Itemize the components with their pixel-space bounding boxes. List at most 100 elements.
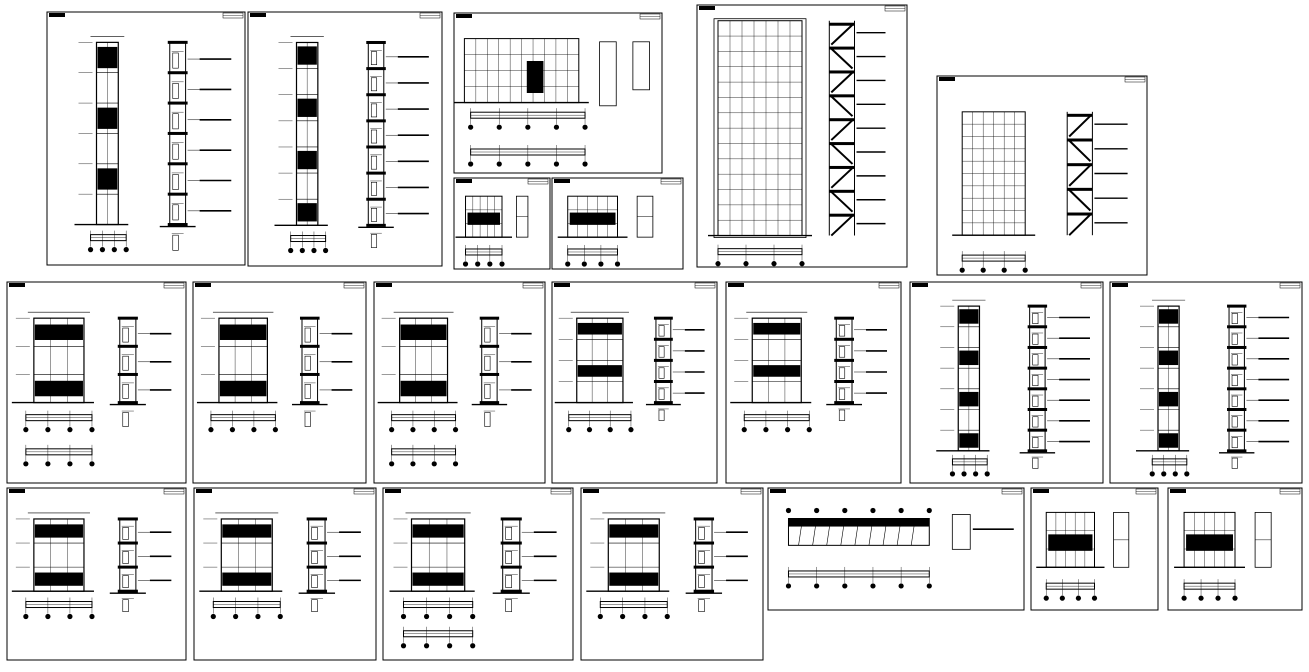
grid-bubble [229,427,236,433]
drawing-sheet-s04 [453,177,551,270]
sheet-frame [1109,281,1303,484]
grid-bubble [763,427,769,433]
diagonal-brace [854,518,860,546]
section-slab [117,541,138,545]
section-slab [1227,366,1247,370]
grid-bubble [870,507,876,514]
facade-band [753,322,801,335]
grid-bubble [400,613,407,620]
grid-bubble [447,643,453,649]
stair-landing [1067,138,1093,142]
facade-band [1048,534,1093,551]
grid-bubble [525,161,531,167]
section-opening [172,113,179,130]
section-slab [366,67,386,71]
section-slab [653,337,673,341]
sheet-frame [453,12,663,174]
section-slab [299,401,320,405]
drawing-sheet-s13 [909,281,1104,484]
drawing-sheet-s15 [6,487,187,661]
grid-bubble [785,507,792,514]
section-opening [505,551,512,564]
section-opening [658,388,665,400]
grid-bubble [208,427,214,433]
section-opening [370,51,378,65]
facade-band [34,380,83,397]
grid-bubble [23,613,29,620]
grid-bubble [597,613,603,620]
facade-band [609,524,659,538]
grid-bubble [311,247,317,254]
sheet-number-tag [385,489,401,493]
grid-bubble [462,261,469,267]
facade-frame [713,18,807,238]
section-slab [117,372,138,376]
grid-bubble [814,507,820,514]
grid-bubble [452,427,459,433]
section-slab [834,337,854,341]
stair-landing [829,118,855,122]
grid-bubble [566,427,572,433]
grid-bubble [581,261,587,267]
diagonal-brace [896,518,902,546]
facade-band [526,61,544,93]
grid-bubble [89,613,95,620]
section-opening [122,575,129,588]
section-slab [1227,387,1247,391]
section-opening [698,575,705,588]
facade-band [34,524,83,538]
grid-bubble [389,461,395,467]
drawing-sheet-s14 [1109,281,1303,484]
grid-bubble [1001,267,1007,273]
section-slab [167,162,188,166]
drawing-sheet-s20 [1030,487,1159,611]
grid-bubble [1181,595,1187,601]
grid-bubble [400,643,407,649]
section-slab [834,316,854,320]
stair-flight [830,167,854,189]
stair-landing [829,94,855,98]
grid-bubble [582,124,588,130]
section-opening [172,143,179,160]
section-slab [653,401,673,405]
section-slab [1027,366,1048,370]
section-opening [1231,437,1238,449]
section-opening [370,129,378,144]
sheet-collection [6,4,1303,661]
grid-bubble [272,427,278,433]
section-slab [306,541,328,545]
drawing-sheet-s10 [373,281,546,484]
section-opening [505,599,512,612]
stair-flight [1068,189,1092,212]
grid-bubble [1043,595,1049,601]
stair-landing [829,22,855,26]
section-slab [1027,449,1048,453]
section-slab [479,401,500,405]
section-opening [505,527,512,540]
stair-flight [830,143,854,165]
facade-band [400,380,447,397]
section-slab [117,589,138,593]
section-slab [1027,387,1048,391]
stair-landing [829,189,855,193]
section-opening [1032,457,1039,469]
section-opening [172,204,179,221]
section-slab [834,379,854,383]
facade-band [609,572,659,586]
grid-bubble [926,583,932,589]
section-opening [658,409,665,421]
grid-bubble [1215,595,1221,601]
section-slab [1227,407,1247,411]
grid-bubble [299,247,305,254]
section-slab [1227,428,1247,432]
drawing-sheet-s16 [193,487,377,661]
section-opening [122,527,129,540]
section-slab [653,316,673,320]
section-slab [366,145,386,149]
sheet-number-tag [456,179,472,183]
grid-bubble [784,427,791,433]
sheet-number-tag [195,283,211,287]
facade-band [34,324,83,340]
drawing-sheet-s01 [46,11,246,266]
stair-flight [1068,139,1092,162]
